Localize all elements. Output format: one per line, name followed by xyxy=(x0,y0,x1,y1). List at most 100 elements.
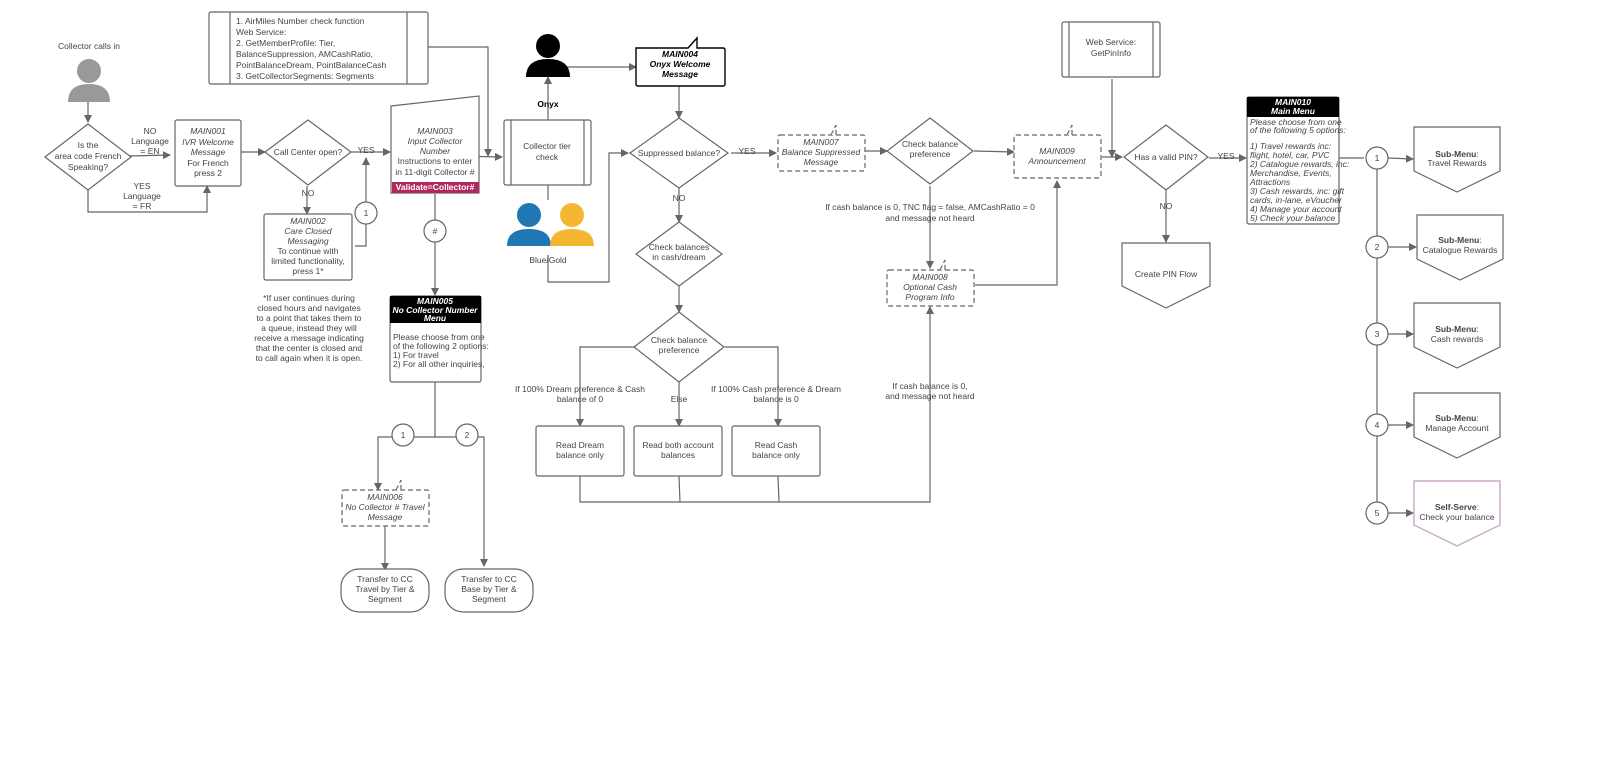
svg-text:1: 1 xyxy=(1375,153,1380,163)
gold-person-icon xyxy=(550,203,594,246)
cond-cash0-line: and message not heard xyxy=(885,391,975,401)
svg-text:Sub-Menu:: Sub-Menu: xyxy=(1435,324,1478,334)
hash-connector-label: # xyxy=(433,226,438,236)
main005-id: MAIN005 xyxy=(417,296,453,306)
transfer-base-line: Base by Tier & xyxy=(461,584,517,594)
no-en-label: NO xyxy=(144,126,157,136)
check-cash-dream-line: in cash/dream xyxy=(652,252,705,262)
svg-text:Please choose from one: Please choose from one xyxy=(1250,117,1342,127)
main007-line: Message xyxy=(804,157,839,167)
svg-text:5) Check your balance: 5) Check your balance xyxy=(1250,213,1335,223)
main009-line: Announcement xyxy=(1027,156,1086,166)
transfer-base-terminal xyxy=(444,568,534,613)
main010-id: MAIN010 xyxy=(1275,97,1311,107)
read-dream-box xyxy=(535,425,625,477)
transfer-base-line: Transfer to CC xyxy=(461,574,516,584)
main003-line: Input Collector xyxy=(408,136,464,146)
closed-hours-footnote: *If user continues during closed hours a… xyxy=(254,293,364,363)
webservice-line: PointBalanceDream, PointBalanceCash xyxy=(236,60,387,70)
transfer-travel-terminal xyxy=(340,568,430,613)
read-cash-box xyxy=(731,425,821,477)
french-decision-line: area code French xyxy=(55,151,122,161)
webservice-box xyxy=(208,11,429,85)
collector-tier-box xyxy=(503,119,592,186)
svg-text:3: 3 xyxy=(1375,329,1380,339)
main001-note: press 2 xyxy=(194,168,222,178)
connector-circle xyxy=(391,423,415,447)
main003-tag-bar xyxy=(392,182,479,193)
svg-text:to call again when it is open.: to call again when it is open. xyxy=(256,353,363,363)
main002-line: Care Closed xyxy=(284,226,332,236)
connector-label: 1 xyxy=(401,430,406,440)
main005-title: No Collector Number xyxy=(392,305,478,315)
svg-text:Check your balance: Check your balance xyxy=(1419,512,1494,522)
main005-title: Menu xyxy=(424,313,447,323)
main006-id: MAIN006 xyxy=(367,492,403,502)
main006-box xyxy=(341,489,430,527)
cond-dream-line: If 100% Dream preference & Cash xyxy=(515,384,645,394)
main003-note: Instructions to enter xyxy=(398,156,473,166)
main003-tag: Validate=Collector# xyxy=(396,182,475,192)
main002-note: To continue with xyxy=(278,246,339,256)
read-both-box xyxy=(633,425,723,477)
menu-item-3: 3 Sub-Menu: Cash rewards xyxy=(1365,302,1501,369)
main001-note: For French xyxy=(187,158,229,168)
main001-line: IVR Welcome xyxy=(182,137,234,147)
menu-item-1: 1 Sub-Menu: Travel Rewards xyxy=(1365,126,1501,193)
main005-body: of the following 2 options: xyxy=(393,341,489,351)
main008-line: Program Info xyxy=(905,292,954,302)
webservice-line: 2. GetMemberProfile: Tier, xyxy=(236,38,335,48)
french-decision-line: Is the xyxy=(78,140,99,150)
svg-text:Sub-Menu:: Sub-Menu: xyxy=(1435,149,1478,159)
yes-fr-label: YES xyxy=(133,181,150,191)
main009-id: MAIN009 xyxy=(1039,146,1075,156)
call-center-label: Call Center open? xyxy=(274,147,343,157)
main007-box xyxy=(777,134,866,172)
main003-line: Number xyxy=(420,146,451,156)
check-pref-low-diamond xyxy=(633,311,725,383)
svg-text:Manage Account: Manage Account xyxy=(1425,423,1489,433)
svg-text:receive a message indicating: receive a message indicating xyxy=(254,333,364,343)
webservice-line: 1. AirMiles Number check function xyxy=(236,16,365,26)
svg-text:Cash rewards: Cash rewards xyxy=(1431,334,1483,344)
suppressed-diamond xyxy=(628,117,730,189)
connector-circle xyxy=(354,201,378,225)
svg-text:closed hours and navigates: closed hours and navigates xyxy=(257,303,361,313)
cond-dream-line: balance of 0 xyxy=(557,394,604,404)
main010-header xyxy=(1247,97,1339,117)
check-pref-top-line: Check balance xyxy=(902,139,959,149)
hash-connector-circle xyxy=(423,219,447,243)
main001-box xyxy=(174,119,242,187)
main002-box xyxy=(263,213,353,281)
svg-text:Sub-Menu:: Sub-Menu: xyxy=(1435,413,1478,423)
call-center-diamond xyxy=(264,119,352,186)
svg-text:4: 4 xyxy=(1375,420,1380,430)
collector-tier-line: check xyxy=(536,152,559,162)
suppressed-label: Suppressed balance? xyxy=(638,148,721,158)
svg-text:a queue, instead they will: a queue, instead they will xyxy=(261,323,357,333)
read-cash-line: Read Cash xyxy=(755,440,798,450)
read-dream-line: balance only xyxy=(556,450,604,460)
main004-line: Message xyxy=(662,69,698,79)
main008-line: Optional Cash xyxy=(903,282,957,292)
main005-header xyxy=(390,296,481,323)
main003-note: in 11-digit Collector # xyxy=(395,167,474,177)
main006-line: Message xyxy=(368,512,403,522)
svg-text:4) Manage your account: 4) Manage your account xyxy=(1250,204,1342,214)
connector-label: 2 xyxy=(465,430,470,440)
main004-line: Onyx Welcome xyxy=(650,59,711,69)
main005-body: 2) For all other inquiries, xyxy=(393,359,485,369)
transfer-travel-line: Travel by Tier & xyxy=(355,584,415,594)
webservice-line: Web Service: xyxy=(236,27,286,37)
menu-item-5: 5 Self-Serve: Check your balance xyxy=(1365,480,1501,547)
yes-fr-label: = FR xyxy=(133,201,152,211)
main004-callout xyxy=(635,36,726,87)
transfer-base-line: Segment xyxy=(472,594,507,604)
valid-pin-label: Has a valid PIN? xyxy=(1134,152,1198,162)
onyx-person-icon xyxy=(526,34,570,77)
main001-id: MAIN001 xyxy=(190,126,226,136)
read-cash-line: balance only xyxy=(752,450,800,460)
check-cash-dream-line: Check balances xyxy=(649,242,709,252)
svg-text:2) Catalogue rewards, inc:: 2) Catalogue rewards, inc: xyxy=(1249,159,1350,169)
